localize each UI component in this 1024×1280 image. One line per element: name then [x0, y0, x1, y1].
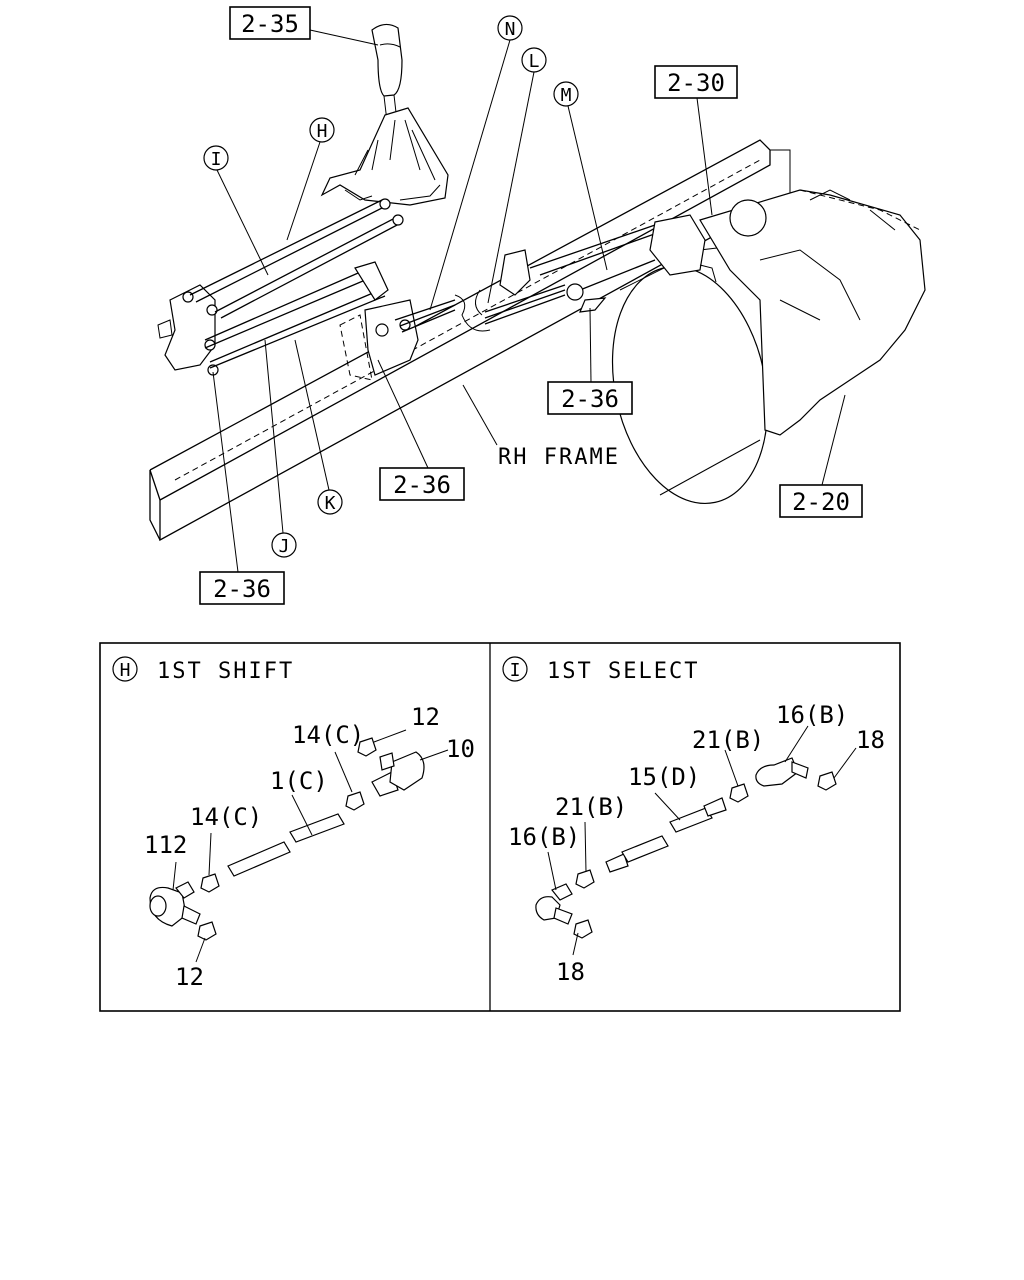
- label-14c-top: 14(C): [292, 721, 364, 749]
- leader-lines: [212, 29, 846, 573]
- svg-text:K: K: [325, 493, 336, 514]
- shift-leaders: [172, 729, 449, 963]
- shift-lever: [320, 23, 449, 206]
- select-leaders: [547, 725, 857, 956]
- label-16b-top: 16(B): [776, 701, 848, 729]
- ref-label: 2-20: [792, 488, 850, 516]
- detail-panels: H 1ST SHIFT: [99, 642, 901, 1012]
- label-21b-left: 21(B): [555, 793, 627, 821]
- panel-title: 1ST SHIFT: [157, 659, 294, 684]
- svg-text:I: I: [211, 149, 222, 170]
- svg-text:H: H: [317, 121, 328, 142]
- rh-frame-label: RH FRAME: [498, 445, 620, 470]
- callout-L: L: [521, 47, 547, 73]
- upper-cables: [189, 198, 404, 319]
- label-112: 112: [144, 831, 187, 859]
- label-12-bottom: 12: [175, 963, 204, 991]
- callout-J: J: [271, 532, 297, 558]
- ref-label: 2-30: [667, 69, 725, 97]
- label-18-top: 18: [856, 726, 885, 754]
- ref-box-2-36-left: 2-36: [199, 571, 285, 605]
- ref-box-2-35: 2-35: [229, 6, 311, 40]
- transmission-housing: [611, 189, 926, 505]
- label-12-top: 12: [411, 703, 440, 731]
- cable-clamp: [499, 249, 607, 313]
- panel-badge: I: [510, 660, 521, 681]
- svg-text:N: N: [505, 19, 516, 40]
- callout-K: K: [317, 489, 343, 515]
- ref-label: 2-36: [561, 385, 619, 413]
- lower-cables: [204, 261, 389, 369]
- panel-title: 1ST SELECT: [547, 659, 699, 684]
- long-cables: [394, 224, 661, 333]
- label-1c: 1(C): [270, 767, 328, 795]
- assembly-illustration: 2-35 2-30 2-36 2-36 2-20 2-36 N L: [149, 6, 926, 605]
- label-10: 10: [446, 735, 475, 763]
- select-parts: [535, 757, 837, 939]
- ref-label: 2-36: [213, 575, 271, 603]
- callout-N: N: [497, 15, 523, 41]
- label-18-bottom: 18: [556, 958, 585, 986]
- panel-1st-select: I 1ST SELECT: [502, 656, 885, 986]
- callout-M: M: [553, 81, 579, 107]
- cable-clamp-bracket: [339, 299, 419, 381]
- svg-text:J: J: [279, 536, 290, 557]
- label-15d: 15(D): [628, 763, 700, 791]
- panel-1st-shift: H 1ST SHIFT: [112, 656, 475, 991]
- svg-text:M: M: [561, 85, 572, 106]
- shift-bracket: [157, 284, 219, 376]
- label-16b-left: 16(B): [508, 823, 580, 851]
- callout-H: H: [309, 117, 335, 143]
- ref-box-2-30: 2-30: [654, 65, 738, 99]
- ref-label: 2-36: [393, 471, 451, 499]
- callout-I: I: [203, 145, 229, 171]
- shift-parts: [149, 737, 425, 941]
- ref-box-2-36-center: 2-36: [379, 467, 465, 501]
- svg-text:L: L: [529, 51, 540, 72]
- rh-frame-rail: [149, 139, 791, 542]
- ref-box-2-36-mid: 2-36: [547, 381, 633, 415]
- label-14c-left: 14(C): [190, 803, 262, 831]
- panel-badge: H: [120, 660, 131, 681]
- ref-box-2-20: 2-20: [779, 484, 863, 518]
- ref-label: 2-35: [241, 10, 299, 38]
- label-21b-top: 21(B): [692, 726, 764, 754]
